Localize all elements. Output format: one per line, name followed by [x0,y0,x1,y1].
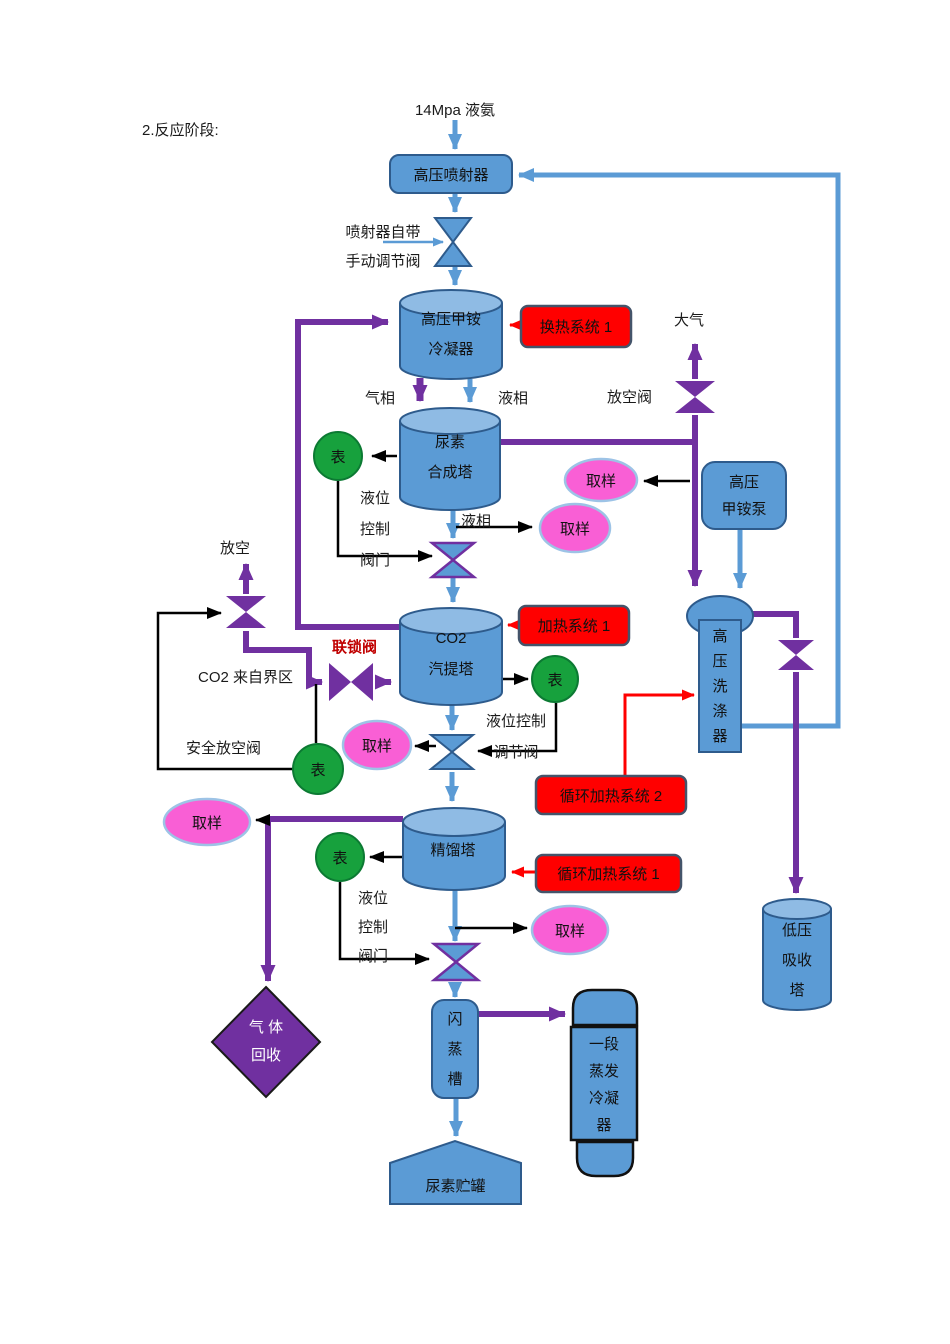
level-valve-label-2: 液位 控制 阀门 [357,890,388,965]
vent-valve-label: 放空阀 [607,389,653,406]
heating-system-1-label: 加热系统 1 [537,618,611,635]
sampling-label-2: 取样 [559,520,590,538]
sampling-ellipse-2 [538,502,612,554]
gas-phase-label: 气相 [365,390,396,407]
atmosphere-label: 大气 [674,312,705,329]
meter-circle-rectifier [315,832,365,882]
valve-scrubber-outlet [778,640,814,670]
co2-feed-label: CO2 来自界区 [198,669,294,686]
line-circ-heating2-to-scrubber [623,689,695,776]
urea-tower-label: 尿素 合成塔 [427,434,473,481]
line-meter-to-level-valve-2 [477,703,558,757]
heat-exchange-system-1-label: 换热系统 1 [539,319,613,336]
manual-valve-label: 喷射器自带 手动调节阀 [345,224,421,270]
manual-control-valve [433,217,473,267]
sampling-label-3: 取样 [361,737,392,755]
heating-system-1-box [517,604,631,647]
liquid-phase-label-2: 液相 [461,513,492,530]
meter-label-3: 表 [310,761,326,779]
sampling-ellipse-5 [530,904,610,956]
hp-carbamate-condenser-vessel [399,289,503,380]
flash-tank-label: 闪 蒸 槽 [447,1011,463,1088]
meter-label-2: 表 [547,671,563,689]
flash-tank-vessel [431,999,479,1099]
level-valve-label-1: 液位 控制 阀门 [359,490,390,569]
black-signal-lines [156,450,690,965]
hp-scrubber-vessel [686,595,754,753]
meter-label-1: 表 [330,448,346,466]
feed-label: 14Mpa 液氨 [414,102,496,119]
blue-flow-lines [445,120,841,1137]
hp-carbamate-pump-label: 高压 甲铵泵 [721,473,767,518]
sampling-label-4: 取样 [191,814,222,832]
vent-valve-left [226,596,266,628]
meter-circles [292,431,579,882]
gas-recovery-label: 气 体 回收 [248,1019,284,1064]
meter-circle-safety-vent [292,743,344,795]
co2-stripper-vessel [399,607,503,706]
hp-injector-label: 高压喷射器 [413,166,489,184]
valves [226,217,814,982]
line-scrubber-recycle-to-injector [518,168,841,729]
stage-title: 2.反应阶段: [142,122,219,139]
hp-scrubber-label: 高 压 洗 涤 器 [712,627,728,745]
hp-carbamate-condenser-label: 高压甲铵 冷凝器 [420,311,481,358]
evaporation-condenser-label: 一段 蒸发 冷凝 器 [588,1036,619,1134]
line-safety-vent-loop [156,607,293,771]
line-scrubber-out [748,611,799,638]
meter-circle-urea-tower [313,431,363,481]
circulating-heating-system-1-box [534,853,683,894]
urea-storage-label: 尿素贮罐 [425,1177,486,1195]
lp-absorber-vessel [762,898,832,1011]
sampling-ellipse-3 [341,719,413,771]
level-valve-urea-tower [428,541,478,579]
sampling-ellipse-1 [563,457,639,503]
sampling-label-1: 取样 [585,472,616,490]
rectification-tower-label: 精馏塔 [430,841,476,859]
interlock-valve-label: 联锁阀 [332,639,378,656]
hp-injector-vessel [389,154,513,194]
circulating-heating-system-2-box [534,774,688,816]
lp-absorber-label: 低压 吸收 塔 [781,922,812,999]
meter-label-4: 表 [332,849,348,867]
sampling-ellipses [162,457,639,956]
line-meter-to-level-valve-3 [338,882,430,965]
urea-synthesis-tower-vessel [399,407,501,511]
safety-vent-valve-label: 安全放空阀 [186,740,262,757]
evaporation-condenser-vessel [569,988,639,1178]
meter-circle-stripper [531,655,579,703]
urea-storage-vessel [389,1139,522,1205]
circulating-heating-system-2-label: 循环加热系统 2 [559,787,663,805]
rectification-tower-vessel [402,807,506,891]
red-utility-lines [507,319,695,878]
circulating-heating-system-1-label: 循环加热系统 1 [557,866,660,883]
level-control-valve-label: 液位控制 调节阀 [485,713,546,761]
line-stripper-gas-to-condenser [295,314,403,630]
line-meter-to-level-valve-1 [336,481,433,562]
sampling-ellipse-4 [162,797,252,847]
sampling-label-5: 取样 [554,922,585,940]
vent-label: 放空 [220,540,251,557]
level-valve-stripper [428,734,476,770]
level-valve-rectifier [430,942,482,982]
line-co2-vent-branch [243,631,312,682]
vent-valve-right [675,381,715,413]
interlock-valve [329,663,373,701]
liquid-phase-label: 液相 [498,390,529,407]
co2-stripper-label: CO2 汽提塔 [428,630,474,678]
heat-exchange-system-1-box [519,304,633,349]
hp-carbamate-pump-vessel [701,461,787,530]
gas-recovery-node [210,985,322,1099]
